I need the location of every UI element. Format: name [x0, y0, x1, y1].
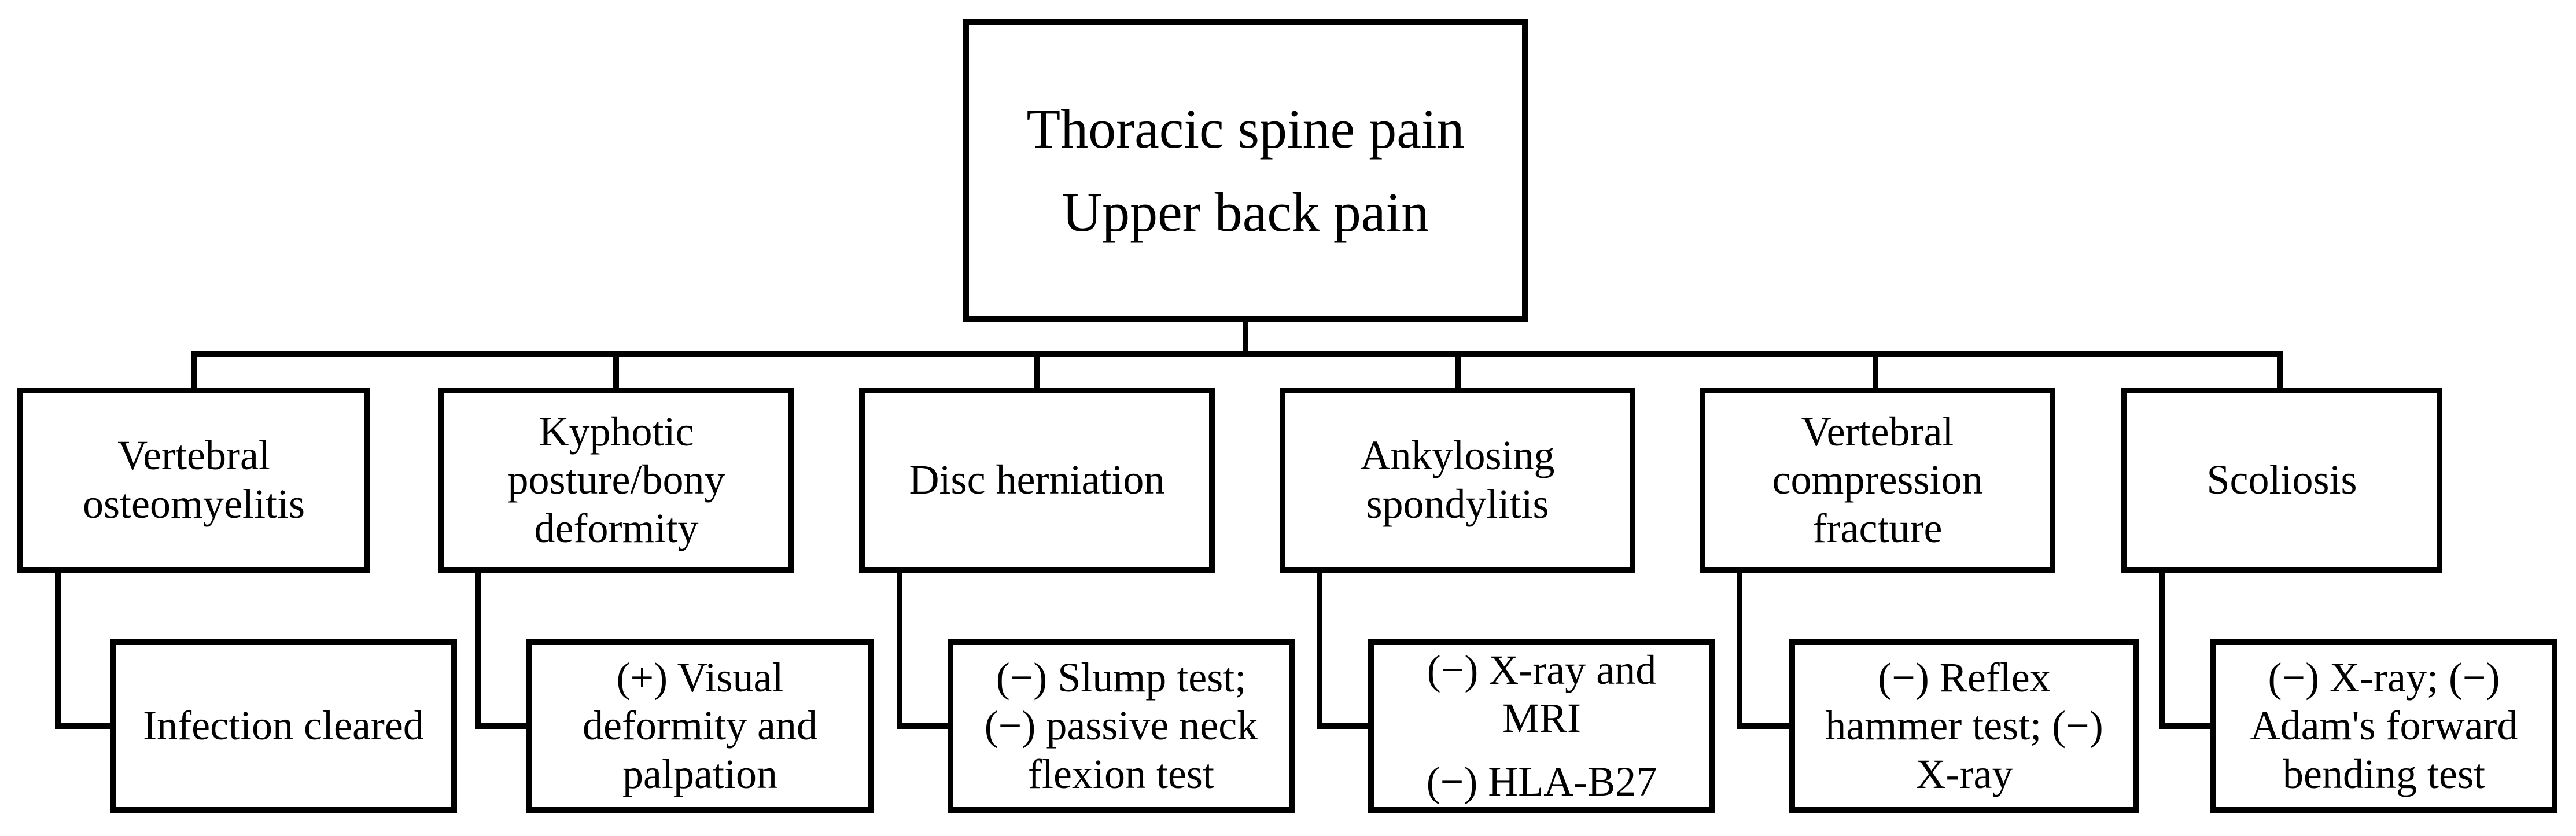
diagnosis-box-kyphotic-posture: Kyphotic posture/bony deformity — [438, 388, 794, 573]
diagnosis-box-ankylosing-spondylitis: Ankylosing spondylitis — [1280, 388, 1635, 573]
root-box: Thoracic spine pain Upper back pain — [963, 19, 1528, 322]
diagnosis-label: Ankylosing — [1360, 432, 1555, 479]
elbow-4 — [1317, 567, 1374, 729]
elbow-1 — [55, 567, 116, 729]
finding-label: (−) X-ray; (−) — [2268, 654, 2500, 701]
finding-label: (−) Reflex — [1878, 654, 2051, 701]
finding-label: Adam's forward — [2250, 702, 2518, 749]
finding-box-visual-deformity: (+) Visual deformity and palpation — [526, 639, 874, 813]
diagnosis-label: posture/bony — [507, 456, 725, 503]
finding-box-adams-forward-bending: (−) X-ray; (−) Adam's forward bending te… — [2210, 639, 2557, 813]
elbow-3 — [897, 567, 953, 729]
diagnosis-label: Vertebral — [117, 432, 270, 479]
elbow-6 — [2159, 567, 2216, 729]
diagnosis-label: Disc herniation — [909, 456, 1165, 503]
finding-label: (−) Slump test; — [996, 654, 1247, 701]
diagnosis-label: deformity — [534, 504, 699, 551]
diagnosis-label: Scoliosis — [2206, 456, 2357, 503]
diagnosis-box-disc-herniation: Disc herniation — [859, 388, 1215, 573]
finding-box-slump-test: (−) Slump test; (−) passive neck flexion… — [948, 639, 1295, 813]
finding-label: Infection cleared — [143, 702, 424, 749]
finding-label: flexion test — [1028, 750, 1214, 797]
finding-label: (+) Visual — [616, 654, 784, 701]
root-line-2: Upper back pain — [1062, 181, 1429, 243]
finding-box-xray-mri-hla: (−) X-ray and MRI (−) HLA-B27 — [1368, 639, 1715, 813]
diagnosis-label: Vertebral — [1801, 408, 1954, 455]
finding-label: (−) X-ray and — [1427, 646, 1657, 693]
finding-label: deformity and — [583, 702, 817, 749]
diagnosis-label: fracture — [1812, 504, 1943, 551]
finding-box-reflex-hammer: (−) Reflex hammer test; (−) X-ray — [1789, 639, 2139, 813]
finding-label: MRI — [1502, 695, 1582, 742]
diagnosis-label: Kyphotic — [539, 408, 694, 455]
finding-label: palpation — [622, 750, 777, 797]
finding-label: hammer test; (−) — [1825, 702, 2103, 749]
finding-label: X-ray — [1915, 750, 2013, 797]
elbow-5 — [1737, 567, 1795, 729]
diagnosis-label: compression — [1772, 456, 1983, 503]
diagnosis-box-vertebral-compression-fracture: Vertebral compression fracture — [1700, 388, 2055, 573]
diagnosis-label: spondylitis — [1366, 481, 1549, 527]
diagnosis-box-vertebral-osteomyelitis: Vertebral osteomyelitis — [17, 388, 370, 573]
finding-box-infection-cleared: Infection cleared — [110, 639, 457, 813]
elbow-2 — [475, 567, 532, 729]
root-line-1: Thoracic spine pain — [1026, 98, 1465, 160]
diagnosis-box-scoliosis: Scoliosis — [2121, 388, 2442, 573]
diagnosis-label: osteomyelitis — [83, 481, 305, 527]
finding-label: (−) HLA-B27 — [1426, 758, 1657, 805]
finding-label: bending test — [2283, 750, 2485, 797]
finding-label: (−) passive neck — [984, 702, 1258, 749]
